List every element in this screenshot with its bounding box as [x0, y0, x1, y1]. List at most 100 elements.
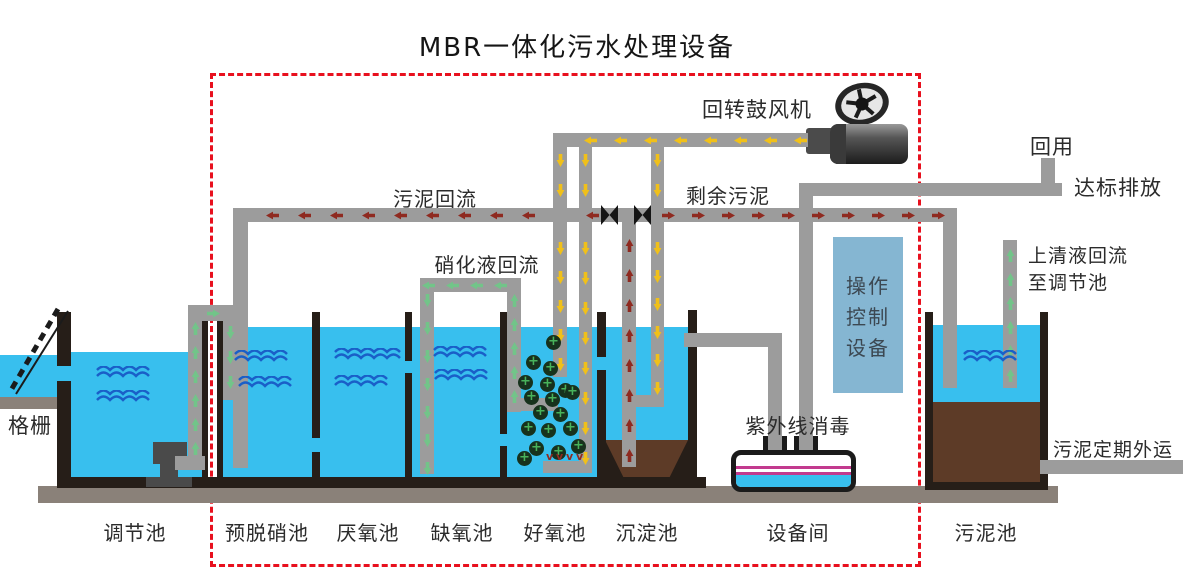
flow-arrow-icon: [625, 388, 634, 402]
pump-base: [146, 477, 192, 487]
flow-arrow-icon: [751, 211, 765, 220]
bio-carrier-icon: +: [540, 377, 555, 392]
baffle-gap-water: [405, 361, 412, 373]
valve-icon[interactable]: [601, 205, 618, 225]
wall-anoxic-aerobic-upper: [500, 312, 507, 434]
flow-arrow-icon: [469, 281, 483, 290]
control-box-label-line2: 控制: [846, 305, 890, 329]
flow-arrow-icon: [625, 328, 634, 342]
water-wave-icon: [96, 390, 150, 402]
flow-arrow-icon: [625, 238, 634, 252]
valve-icon[interactable]: [634, 205, 651, 225]
blower-outlet: [806, 128, 834, 154]
flow-arrow-icon: [191, 321, 200, 335]
bio-carrier-icon: +: [533, 405, 548, 420]
bio-carrier-icon: +: [517, 451, 532, 466]
blower-body-band: [830, 124, 846, 164]
flow-arrow-icon: [673, 136, 687, 145]
flow-arrow-icon: [556, 357, 565, 371]
diffuser-mark-icon: v: [546, 450, 554, 463]
flow-arrow-icon: [721, 211, 735, 220]
wall-anoxic-aerobic-lower: [500, 446, 507, 478]
water-wave-icon: [238, 376, 292, 388]
flow-arrow-icon: [421, 281, 435, 290]
discharge-header-pipe: [799, 183, 1062, 196]
flow-arrow-icon: [643, 136, 657, 145]
flow-arrow-icon: [510, 293, 519, 307]
flow-arrow-icon: [226, 325, 235, 339]
flow-arrow-icon: [191, 369, 200, 383]
flow-arrow-icon: [581, 391, 590, 405]
uv-discharge-riser: [799, 183, 813, 452]
aeration-header-bottom: [543, 461, 592, 473]
sludge-return-label: 污泥回流: [393, 187, 477, 211]
flow-arrow-icon: [329, 211, 343, 220]
sludge-return-drop-pipe: [233, 208, 248, 468]
flow-arrow-icon: [653, 381, 662, 395]
flow-arrow-icon: [763, 136, 777, 145]
flow-arrow-icon: [625, 268, 634, 282]
diffuser-mark-icon: v: [556, 450, 564, 463]
flow-arrow-icon: [581, 421, 590, 435]
anaerobic-tank-water-lower: [320, 440, 405, 478]
water-wave-icon: [433, 346, 487, 358]
supernatant-return-label-line2: 至调节池: [1028, 272, 1109, 294]
wall-aerobic-sediment-lower: [597, 370, 606, 478]
water-wave-icon: [963, 350, 1017, 362]
tank-train-floor: [57, 477, 706, 488]
bio-carrier-icon: +: [553, 407, 568, 422]
flow-arrow-icon: [423, 321, 432, 335]
nitrified-return-left-leg: [420, 278, 434, 474]
flow-arrow-icon: [521, 211, 535, 220]
excess-sludge-drop-pipe: [943, 208, 957, 388]
pump-outlet-pipe: [175, 456, 205, 470]
uv-lamp-stripe: [736, 466, 851, 469]
flow-arrow-icon: [510, 341, 519, 355]
flow-arrow-icon: [581, 183, 590, 197]
flow-arrow-icon: [585, 211, 599, 220]
bio-carrier-icon: +: [546, 335, 561, 350]
flow-arrow-icon: [423, 293, 432, 307]
baffle-gap-water: [500, 434, 507, 446]
flow-arrow-icon: [191, 441, 200, 455]
flow-arrow-icon: [583, 136, 597, 145]
flow-arrow-icon: [423, 461, 432, 475]
flow-arrow-icon: [425, 211, 439, 220]
flow-arrow-icon: [581, 241, 590, 255]
sludge-riser-pipe: [622, 222, 636, 467]
standard-discharge-label: 达标排放: [1074, 176, 1162, 200]
control-box-label-line3: 设备: [846, 336, 890, 360]
tank-label-anaerobic: 厌氧池: [336, 521, 400, 545]
control-box-label-line1: 操作: [846, 274, 890, 298]
tank-label-regulating: 调节池: [103, 521, 167, 545]
flow-arrow-icon: [661, 211, 675, 220]
flow-arrow-icon: [653, 353, 662, 367]
wall-aerobic-sediment-upper: [597, 312, 606, 357]
flow-arrow-icon: [423, 377, 432, 391]
tank-label-aerobic: 好氧池: [523, 521, 587, 545]
flow-arrow-icon: [653, 269, 662, 283]
wall-anaerobic-anoxic-upper: [405, 312, 412, 361]
flow-arrow-icon: [423, 349, 432, 363]
flow-arrow-icon: [206, 309, 220, 318]
flow-arrow-icon: [581, 361, 590, 375]
water-wave-icon: [334, 375, 388, 387]
flow-arrow-icon: [556, 328, 565, 342]
flow-arrow-icon: [1006, 368, 1015, 382]
flow-arrow-icon: [625, 448, 634, 462]
tank-label-sedimentation: 沉淀池: [615, 521, 679, 545]
sludge-removal-label: 污泥定期外运: [1052, 439, 1174, 461]
reuse-label: 回用: [1030, 135, 1074, 159]
tank-label-sludge-tank: 污泥池: [954, 521, 1018, 545]
flow-arrow-icon: [489, 211, 503, 220]
flow-arrow-icon: [625, 298, 634, 312]
flow-arrow-icon: [297, 211, 311, 220]
flow-arrow-icon: [423, 405, 432, 419]
predenit-tank-left-wall: [217, 310, 223, 488]
flow-arrow-icon: [581, 301, 590, 315]
flow-arrow-icon: [653, 325, 662, 339]
air-drop-pipe-1: [553, 133, 567, 377]
tank-label-equipment-room: 设备间: [766, 521, 830, 545]
sludge-tank-left-wall: [925, 312, 933, 490]
